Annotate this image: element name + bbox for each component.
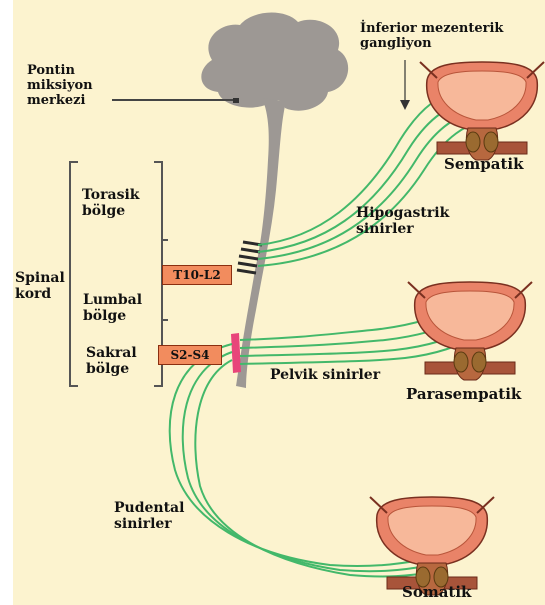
sympathetic-bladder [420,62,544,160]
spinal-cord-bracket [70,162,78,386]
parasympathetic-bladder [408,282,532,380]
pelvic-nerves-label: Pelvik sinirler [270,367,380,383]
hypogastric-nerves-label: Hipogastrik sinirler [356,205,449,237]
inferior-ganglion-label: İnferior mezenterik gangliyon [360,22,503,52]
segment-t10-l2: T10-L2 [162,265,232,285]
pudendal-nerves-label: Pudental sinirler [114,500,184,532]
spinal-cord-label: Spinal kord [15,270,65,302]
lumbar-region-label: Lumbal bölge [83,292,142,324]
parasympathetic-label: Parasempatik [406,386,521,403]
somatic-bladder [370,497,494,595]
sacral-region-label: Sakral bölge [86,345,137,377]
sacral-segment-highlight [231,333,241,373]
pontine-center-label: Pontin miksiyon merkezi [27,64,93,109]
segment-s2-s4: S2-S4 [158,345,222,365]
brain-shape [201,13,348,111]
thoracic-region-label: Torasik bölge [82,187,140,219]
somatic-label: Somatik [402,584,471,601]
sympathetic-label: Sempatik [444,156,523,173]
